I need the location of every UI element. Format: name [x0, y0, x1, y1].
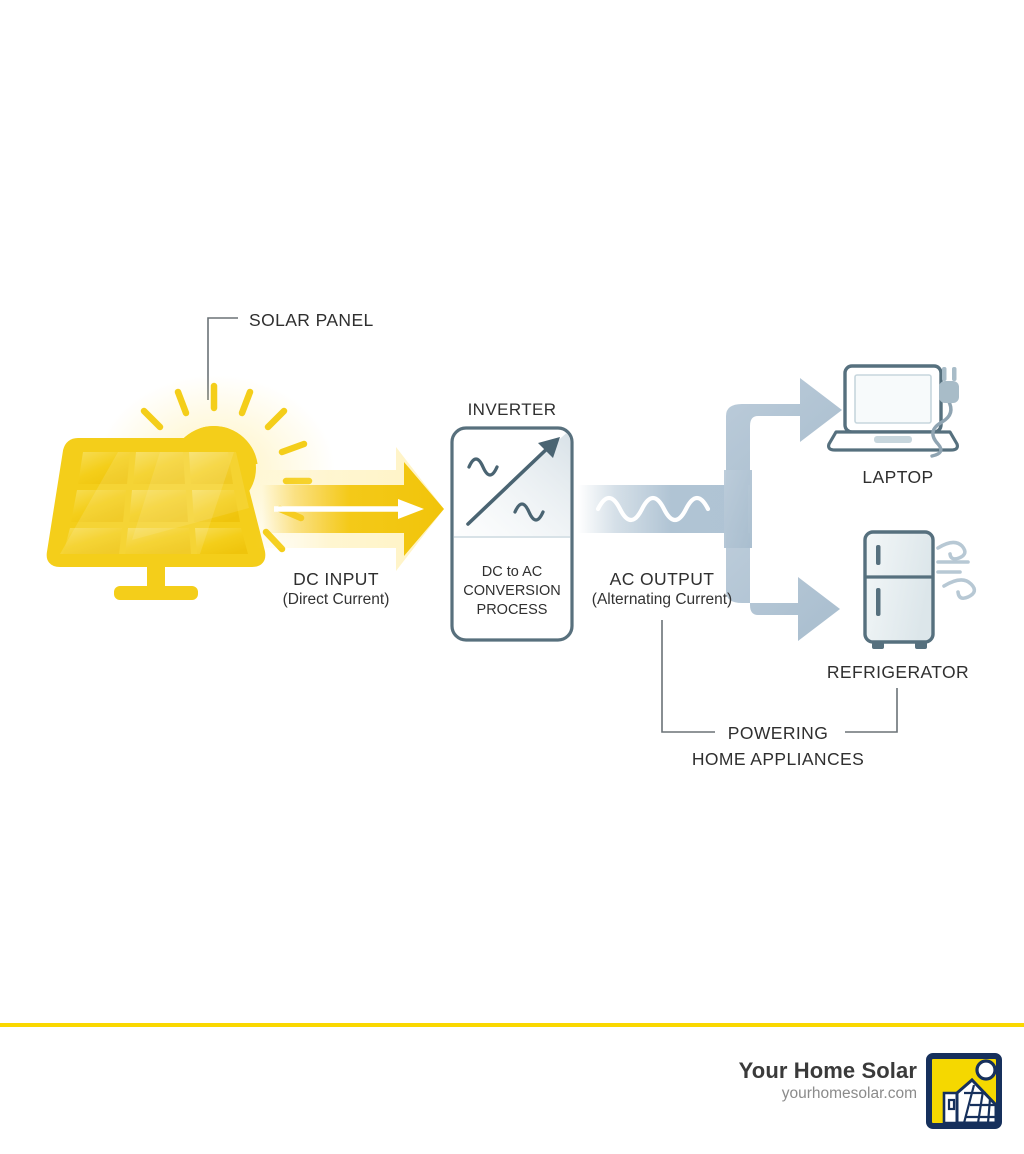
- brand-url[interactable]: yourhomesolar.com: [781, 1085, 917, 1102]
- solar-panel-callout-leader: [207, 317, 238, 400]
- dc-input-sublabel: (Direct Current): [282, 591, 390, 608]
- brand-name: Your Home Solar: [738, 1058, 917, 1083]
- ac-output-sublabel: (Alternating Current): [591, 591, 733, 608]
- laptop-label: LAPTOP: [862, 467, 934, 487]
- dc-input-arrow-icon: [255, 447, 444, 571]
- footer-divider: [0, 1023, 1024, 1027]
- power-plug-icon: [939, 367, 959, 403]
- footer: [0, 1027, 1024, 1154]
- inverter-title: INVERTER: [467, 400, 557, 419]
- powering-appliances-line-2: HOME APPLIANCES: [691, 749, 865, 769]
- refrigerator-label: REFRIGERATOR: [826, 662, 970, 682]
- cold-air-icon: [936, 540, 977, 600]
- solar-inverter-flow-diagram: [46, 317, 977, 733]
- inverter-box: [450, 426, 574, 642]
- ac-output-label: AC OUTPUT: [609, 569, 715, 589]
- inverter-box-line-2: CONVERSION: [463, 583, 561, 599]
- solar-panel-icon: [46, 438, 266, 600]
- house-with-solar-roof-logo: [926, 1053, 1002, 1129]
- inverter-box-text: DC to AC CONVERSION PROCESS: [452, 563, 572, 620]
- appliances-bracket-leader: [661, 620, 898, 733]
- inverter-box-line-1: DC to AC: [481, 564, 543, 580]
- laptop-icon: [827, 364, 959, 458]
- inverter-box-line-3: PROCESS: [476, 602, 548, 618]
- solar-panel-label: SOLAR PANEL: [249, 310, 374, 330]
- dc-input-label: DC INPUT: [293, 569, 379, 589]
- refrigerator-icon: [863, 530, 977, 649]
- brand-block: Your Home Solar yourhomesolar.com: [739, 1058, 917, 1104]
- powering-appliances-line-1: POWERING: [727, 723, 829, 743]
- ac-output-flow-icon: [578, 378, 842, 641]
